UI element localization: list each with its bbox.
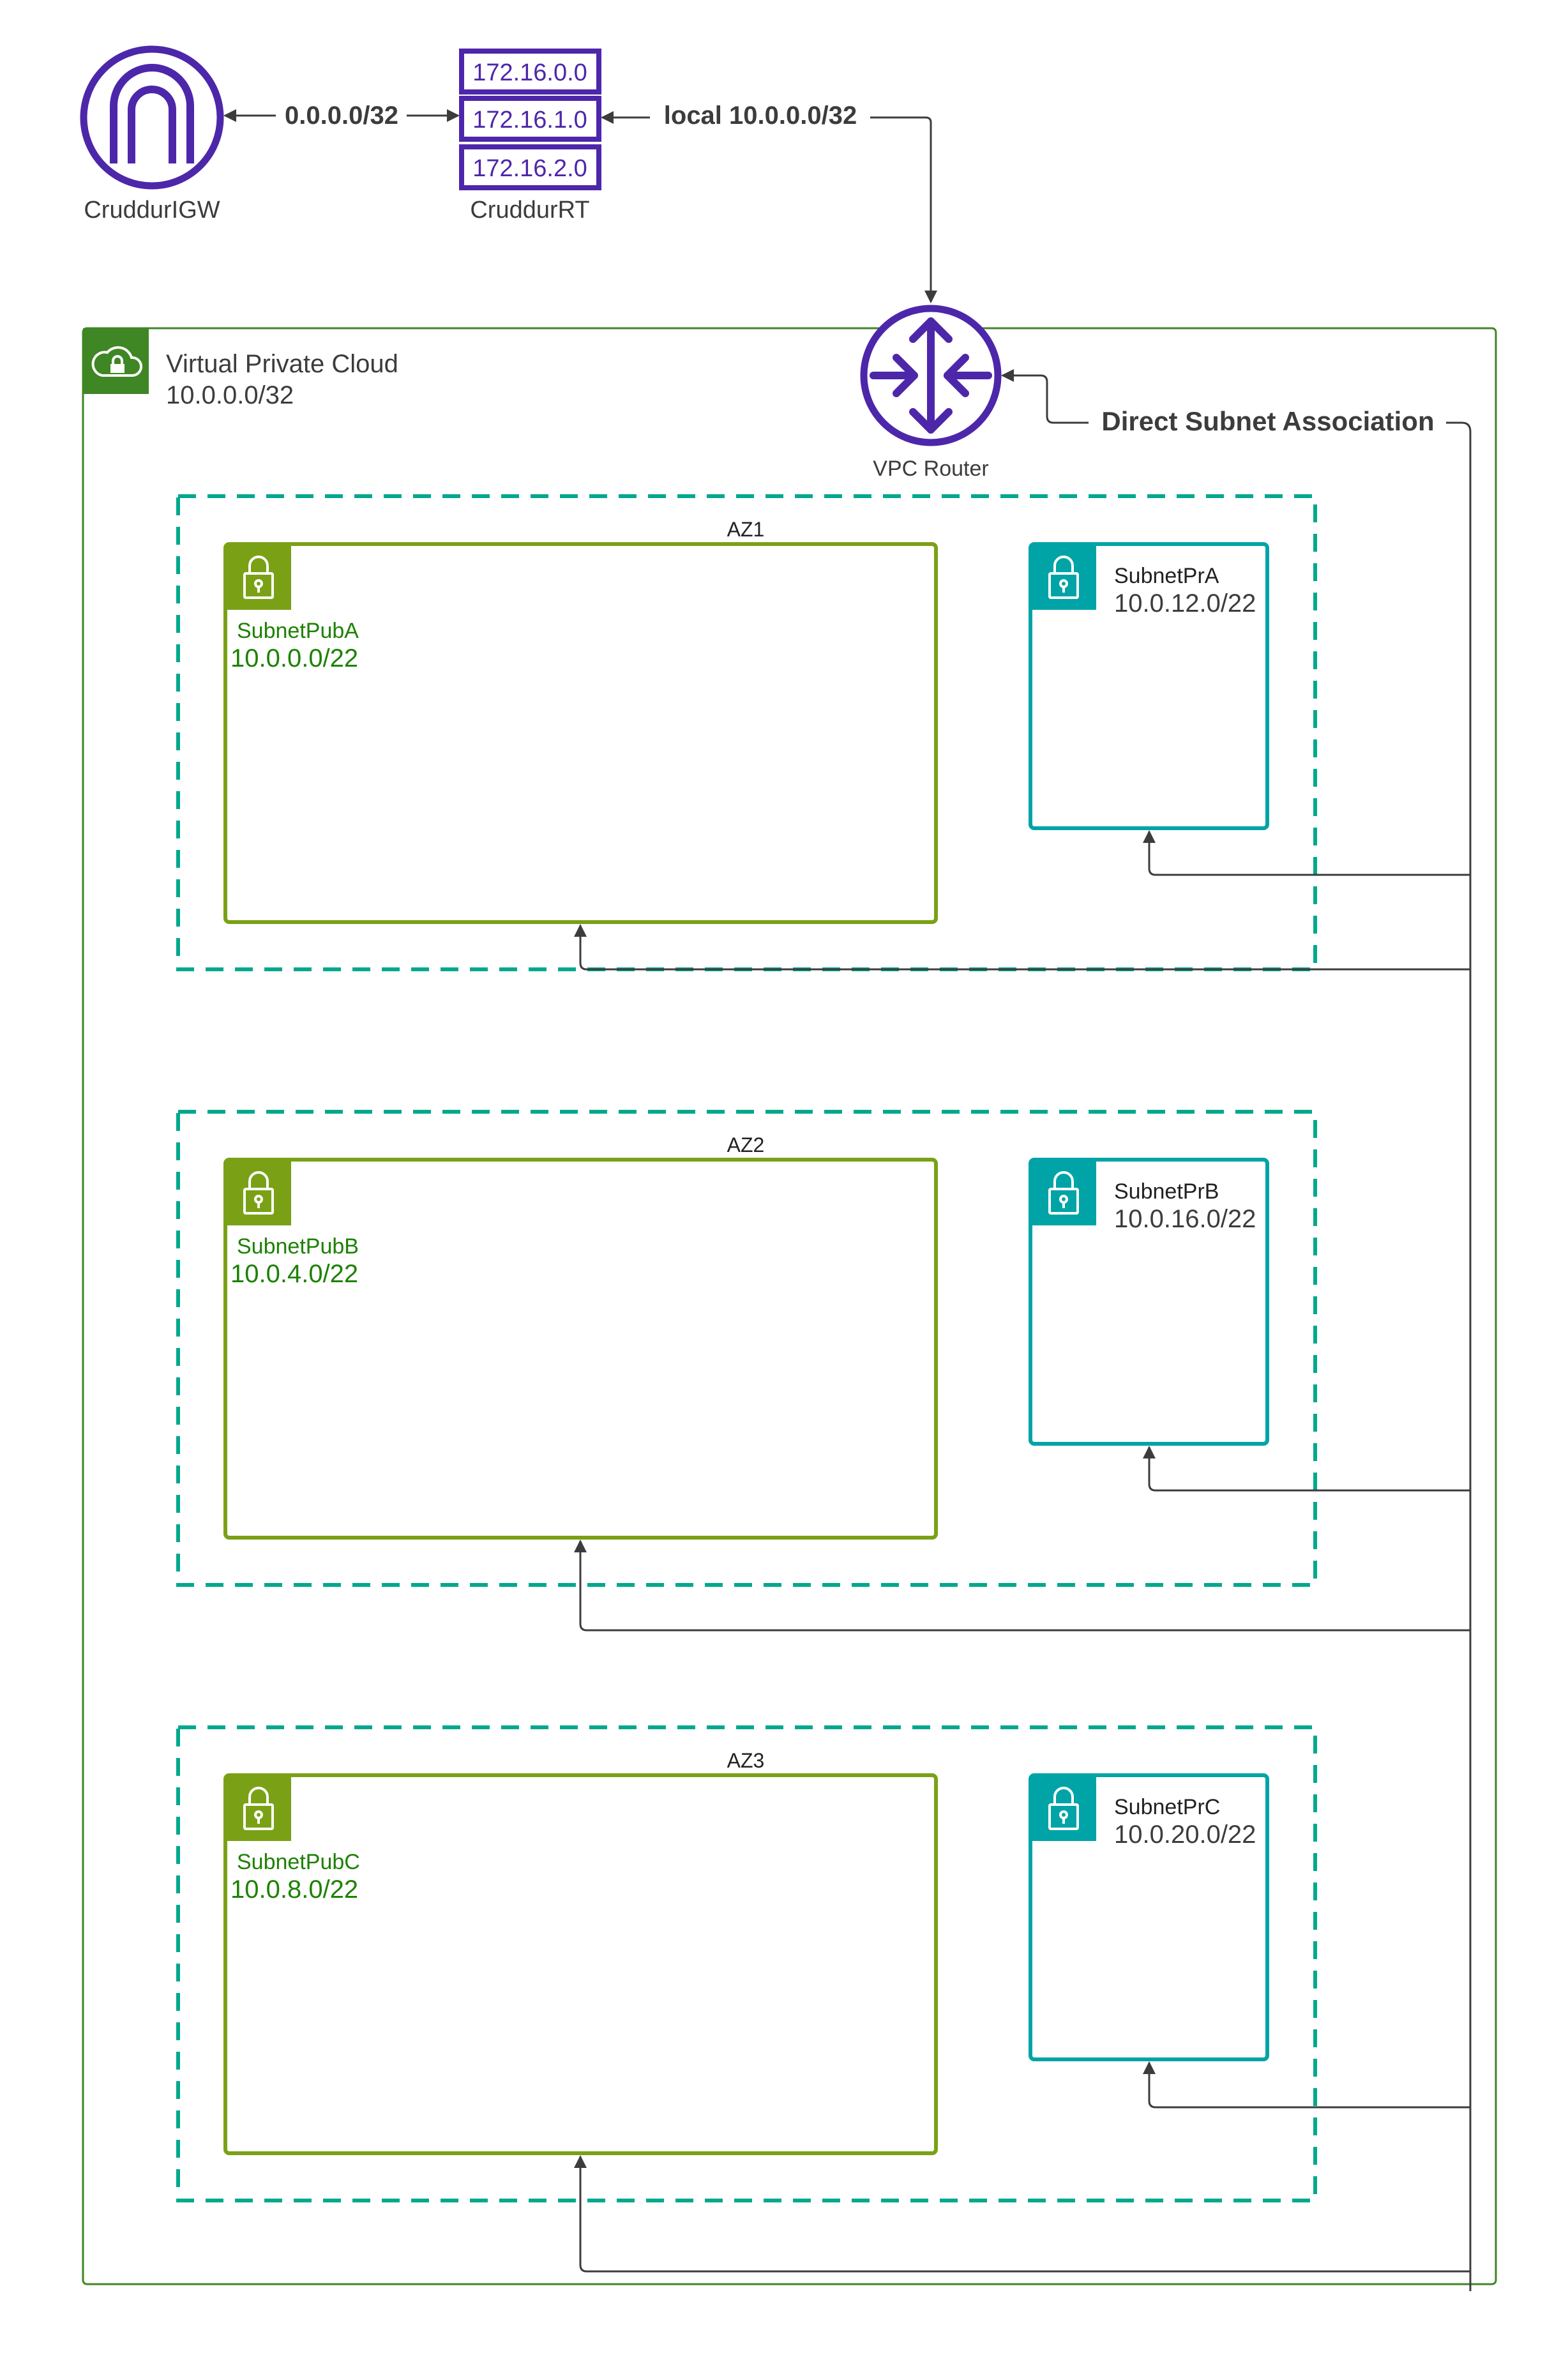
association-connector-public-1: [574, 924, 1470, 971]
availability-zone-2: AZ2SubnetPubB10.0.4.0/22SubnetPrB10.0.16…: [176, 1110, 1470, 1632]
availability-zone-3: AZ3SubnetPubC10.0.8.0/22SubnetPrC10.0.20…: [176, 1725, 1470, 2273]
router-arrows-icon: [870, 317, 992, 434]
lock-icon: [243, 1787, 274, 1830]
association-edge: [1002, 375, 1472, 2291]
zone-label: AZ2: [727, 1133, 765, 1156]
availability-zones: AZ1SubnetPubA10.0.0.0/22SubnetPrA10.0.12…: [176, 494, 1470, 2273]
public-subnet-cidr: 10.0.4.0/22: [230, 1260, 358, 1288]
association-connector-public-3: [574, 2155, 1470, 2273]
lock-icon: [1048, 1787, 1079, 1830]
vpc-title: Virtual Private Cloud: [166, 350, 398, 378]
edge-igw-rt-label: 0.0.0.0/32: [285, 102, 398, 130]
edge-rt-router-right: [870, 116, 937, 303]
lock-icon: [1048, 556, 1079, 599]
igw-label: CruddurIGW: [84, 197, 220, 223]
association-connector-private-2: [1143, 1446, 1470, 1492]
association-connector-public-2: [574, 1540, 1470, 1632]
vpc-cidr: 10.0.0.0/32: [166, 381, 294, 409]
edge-rt-router-label: local 10.0.0.0/32: [664, 102, 857, 130]
route-entry-3-text: 172.16.2.0: [472, 155, 587, 182]
route-entry-1-text: 172.16.0.0: [472, 59, 587, 86]
route-table-label: CruddurRT: [470, 197, 589, 223]
availability-zone-1: AZ1SubnetPubA10.0.0.0/22SubnetPrA10.0.12…: [176, 494, 1470, 971]
route-table[interactable]: 172.16.0.0 172.16.1.0 172.16.2.0: [459, 49, 601, 190]
lock-icon: [243, 556, 274, 599]
public-subnet-name: SubnetPubA: [237, 619, 359, 643]
vpc-container: [82, 327, 1497, 2285]
public-subnet-name: SubnetPubB: [237, 1234, 359, 1259]
gateway-arch-icon: [110, 64, 194, 163]
private-subnet-cidr: 10.0.20.0/22: [1114, 1821, 1256, 1849]
public-subnet-name: SubnetPubC: [237, 1850, 360, 1874]
zone-label: AZ1: [727, 518, 765, 541]
private-subnet-name: SubnetPrB: [1114, 1179, 1219, 1204]
private-subnet-cidr: 10.0.16.0/22: [1114, 1205, 1256, 1233]
association-connector-private-3: [1143, 2061, 1470, 2109]
lock-icon: [1048, 1171, 1079, 1215]
zone-label: AZ3: [727, 1749, 765, 1772]
lock-icon: [243, 1171, 274, 1215]
public-subnet-cidr: 10.0.8.0/22: [230, 1875, 358, 1904]
route-entry-1: 172.16.0.0: [459, 49, 601, 95]
route-entry-2-text: 172.16.1.0: [472, 107, 587, 133]
association-label: Direct Subnet Association: [1101, 406, 1434, 436]
association-connector-private-1: [1143, 830, 1470, 876]
internet-gateway[interactable]: [80, 45, 224, 190]
vpc-router[interactable]: [860, 305, 1002, 446]
private-subnet-cidr: 10.0.12.0/22: [1114, 589, 1256, 617]
public-subnet-cidr: 10.0.0.0/22: [230, 644, 358, 672]
cloud-lock-icon: [91, 346, 143, 377]
route-entry-3: 172.16.2.0: [459, 144, 601, 190]
router-label: VPC Router: [873, 457, 988, 481]
private-subnet-name: SubnetPrC: [1114, 1795, 1220, 1819]
private-subnet-name: SubnetPrA: [1114, 564, 1219, 588]
route-entry-2: 172.16.1.0: [459, 96, 601, 142]
